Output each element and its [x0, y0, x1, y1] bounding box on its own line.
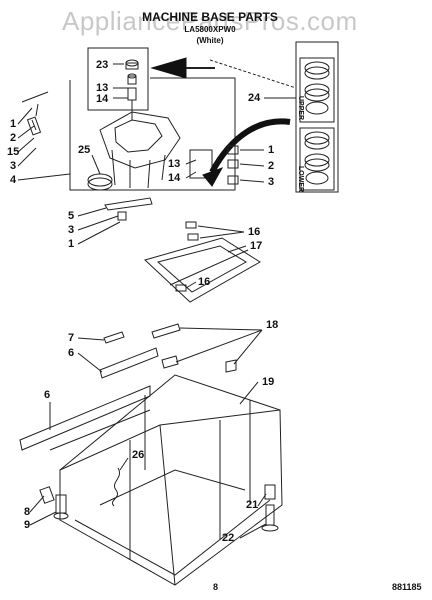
callout-14-right: 14 [168, 172, 181, 184]
callout-9: 9 [24, 519, 31, 531]
callout-1: 1 [10, 118, 17, 130]
callout-6-lower: 6 [44, 389, 51, 401]
callout-25: 25 [78, 144, 91, 156]
callout-4: 4 [10, 174, 17, 186]
inset-label-upper: UPPER [297, 96, 304, 121]
callout-15: 15 [7, 146, 20, 158]
model-number: LA5800XPW0 [184, 25, 236, 34]
callout-16-lower: 16 [198, 276, 211, 288]
callout-8: 8 [24, 506, 31, 518]
page-title: MACHINE BASE PARTS [142, 10, 278, 24]
gearcase-inset-box [69, 77, 236, 191]
callout-14: 14 [96, 93, 109, 105]
page-number: 8 [213, 582, 219, 592]
callout-2-right: 2 [268, 160, 275, 172]
callout-2: 2 [10, 132, 17, 144]
callout-1-lower: 1 [68, 238, 75, 250]
callout-6: 6 [68, 347, 75, 359]
callout-22: 22 [222, 532, 235, 544]
part-code: 881185 [392, 582, 422, 592]
callout-16: 16 [248, 226, 261, 238]
callout-19: 19 [262, 376, 275, 388]
callout-23: 23 [96, 59, 109, 71]
callout-3-right: 3 [268, 176, 275, 188]
callout-5: 5 [68, 210, 75, 222]
shaft-inset-box [87, 47, 149, 111]
callout-1-right: 1 [268, 144, 275, 156]
callout-24: 24 [248, 92, 261, 104]
bearing-inset-box [295, 41, 339, 193]
callout-26: 26 [132, 449, 145, 461]
callout-13: 13 [96, 82, 109, 94]
callout-3-lower: 3 [68, 224, 75, 236]
model-color: (White) [196, 36, 224, 45]
inset-label-lower: LOWER [297, 166, 304, 193]
callout-7: 7 [68, 332, 75, 344]
callout-13-right: 13 [168, 158, 181, 170]
callout-3: 3 [10, 160, 17, 172]
callout-18: 18 [266, 319, 279, 331]
watermark: AppliancePartsPros.com [62, 6, 358, 36]
callout-17: 17 [250, 240, 263, 252]
callout-21: 21 [246, 499, 259, 511]
